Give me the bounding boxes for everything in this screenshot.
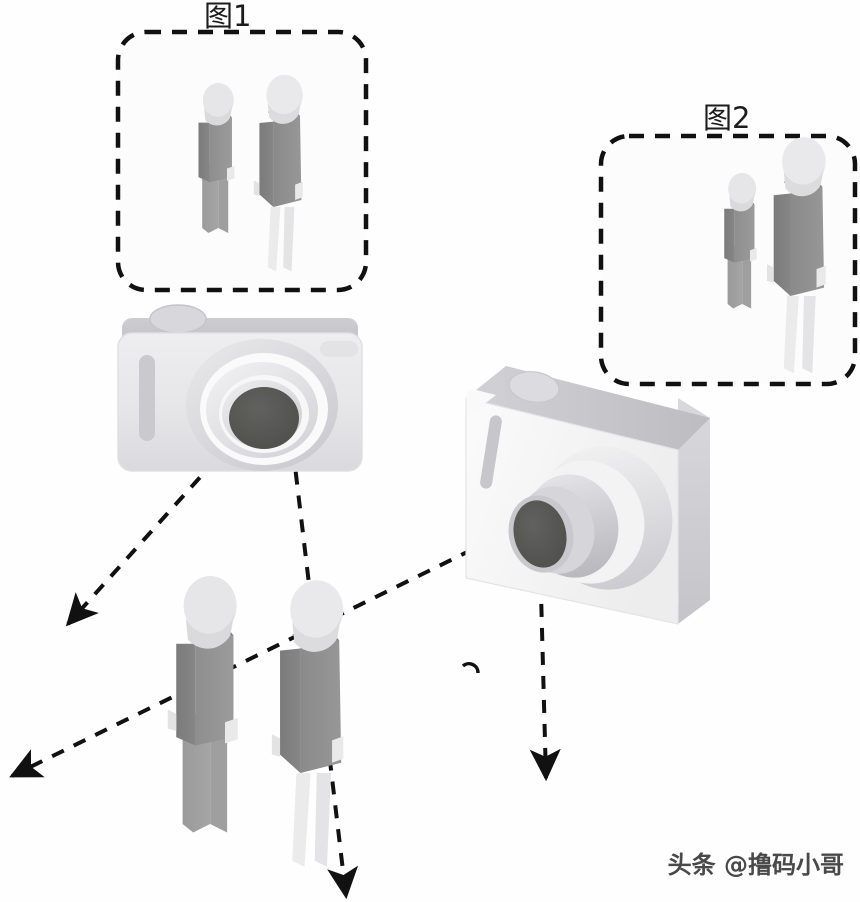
panel-2-person-large xyxy=(766,137,826,374)
camera-iso-corner-bottom-right xyxy=(648,590,678,617)
panel-1-person-small xyxy=(198,82,235,233)
panel-1-group xyxy=(115,29,369,293)
camera-front-flash-window xyxy=(320,341,358,357)
camera-iso-corner-top-left xyxy=(466,389,496,417)
camera-iso-lens-glass xyxy=(513,500,567,568)
camera-iso-shutter-button xyxy=(508,371,560,403)
camera-iso-side-slab xyxy=(678,398,710,624)
ray-crossing-jump xyxy=(461,662,480,674)
panel-1-label: 图1 xyxy=(204,0,252,33)
panel-2-label: 图2 xyxy=(703,101,751,135)
camera-telephoto-isometric-view xyxy=(465,366,710,625)
ray-front-camera-right xyxy=(288,423,359,900)
panel-2-group xyxy=(598,133,858,387)
subject-woman xyxy=(271,580,344,867)
subject-people-group xyxy=(167,575,344,867)
ray-front-camera-left xyxy=(65,422,250,627)
subject-man xyxy=(167,575,238,833)
camera-front-lens-glass xyxy=(229,387,299,449)
camera-front-grip-strip xyxy=(139,355,155,441)
light-ray-group xyxy=(9,422,561,900)
camera-wide-angle-front-view xyxy=(117,304,363,472)
panel-1-person-large xyxy=(253,74,303,272)
panel-2-person-small xyxy=(724,172,757,309)
ray-iso-camera-upper xyxy=(9,526,517,778)
watermark-text: 头条 @撸码小哥 xyxy=(667,851,844,879)
camera-iso-grip-strip xyxy=(480,415,502,489)
camera-front-shutter-button xyxy=(149,304,207,334)
panel-1-frame xyxy=(115,29,369,293)
